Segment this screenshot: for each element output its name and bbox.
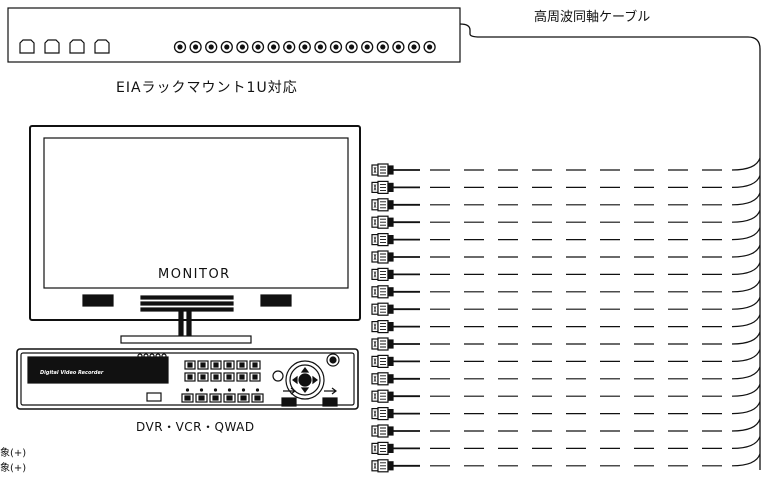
monitor-label: MONITOR (158, 267, 231, 282)
dvr-leds (137, 353, 167, 359)
dvr-number-button (184, 372, 196, 382)
dvr-number-button (184, 360, 196, 370)
monitor-buttons (140, 295, 234, 312)
rack-round-port (314, 40, 327, 54)
dvr-number-button (236, 372, 248, 382)
dvr-usb-left (281, 387, 297, 407)
monitor-speaker-left (82, 294, 114, 307)
rack-round-port (236, 40, 249, 54)
dvr-small-knob (272, 370, 284, 382)
rack-label: EIAラックマウント1U対応 (116, 80, 298, 96)
rack-round-port (376, 40, 389, 54)
dvr-number-button (210, 372, 222, 382)
cable-trunk (459, 23, 761, 470)
dvr-disc-slot (146, 392, 162, 402)
connector-rows (371, 157, 761, 473)
dvr-transport-button (237, 388, 250, 403)
rack-round-port (361, 40, 374, 54)
monitor-neck-right (186, 311, 192, 339)
bnc-connector-row (371, 418, 761, 438)
rack-round-port (407, 40, 421, 54)
dvr-number-button (249, 360, 261, 370)
rack-round-port (189, 40, 202, 54)
dvr-number-button (197, 360, 209, 370)
dvr-number-button (236, 360, 248, 370)
monitor-screen (43, 137, 349, 289)
dvr-buttons (181, 360, 264, 403)
dvr-unit (16, 348, 359, 410)
rack-square-port (44, 39, 60, 54)
rack-square-ports (19, 39, 110, 54)
dvr-display (27, 356, 169, 384)
monitor-speaker-right (260, 294, 292, 307)
rack-round-port (173, 40, 187, 54)
rack-square-port (94, 39, 110, 54)
dvr-power-button (326, 353, 340, 367)
dvr-number-button (197, 372, 209, 382)
rack-round-port (283, 40, 296, 54)
rack-round-port (220, 40, 233, 54)
bnc-connector-row (371, 296, 761, 316)
rack-round-port (205, 40, 218, 54)
bnc-connector-row (371, 349, 761, 368)
bnc-connector-row (371, 401, 761, 421)
bnc-connector-row (371, 262, 761, 281)
rack-unit-body (7, 7, 461, 63)
rack-square-port (69, 39, 85, 54)
rack-round-ports (173, 40, 436, 54)
dvr-jog-dial (285, 360, 325, 400)
dvr-transport-button (209, 388, 222, 403)
bnc-connector-row (371, 209, 761, 229)
dvr-number-button (223, 372, 235, 382)
rack-square-port (19, 39, 35, 54)
dvr-transport-button (251, 388, 264, 403)
rack-round-port (392, 40, 405, 54)
rack-round-port (345, 40, 358, 54)
dvr-brand-label: Digital Video Recorder (40, 370, 104, 376)
dvr-transport-button (195, 388, 208, 403)
dvr-usb-right (322, 387, 338, 407)
dvr-number-button (223, 360, 235, 370)
rack-round-port (267, 40, 280, 54)
dvr-label: DVR・VCR・QWAD (136, 420, 255, 434)
bnc-connector-row (371, 157, 761, 177)
monitor (29, 125, 361, 344)
dvr-number-button (249, 372, 261, 382)
bnc-connector-row (371, 192, 761, 212)
rack-round-port (298, 40, 311, 54)
bnc-connector-row (371, 366, 761, 386)
bnc-connector-row (371, 175, 761, 194)
legend-line-1: 象(+) (0, 447, 26, 459)
legend-line-2: 象(+) (0, 462, 26, 474)
dvr-transport-button (181, 388, 194, 403)
bnc-connector-row (371, 436, 761, 455)
bnc-connector-row (371, 244, 761, 264)
rack-round-port (251, 40, 265, 54)
bnc-connector-row (371, 331, 761, 351)
dvr-transport-button (223, 388, 236, 403)
dvr-number-button (210, 360, 222, 370)
bnc-connector-row (371, 279, 761, 299)
bnc-connector-row (371, 453, 761, 473)
cable-label: 高周波同軸ケーブル (534, 9, 650, 25)
rack-round-port (329, 40, 343, 54)
bnc-connector-row (371, 227, 761, 247)
monitor-neck-left (178, 311, 184, 339)
bnc-connector-row (371, 314, 761, 334)
bnc-connector-row (371, 383, 761, 403)
rack-round-port (423, 40, 436, 54)
monitor-base (120, 335, 252, 344)
